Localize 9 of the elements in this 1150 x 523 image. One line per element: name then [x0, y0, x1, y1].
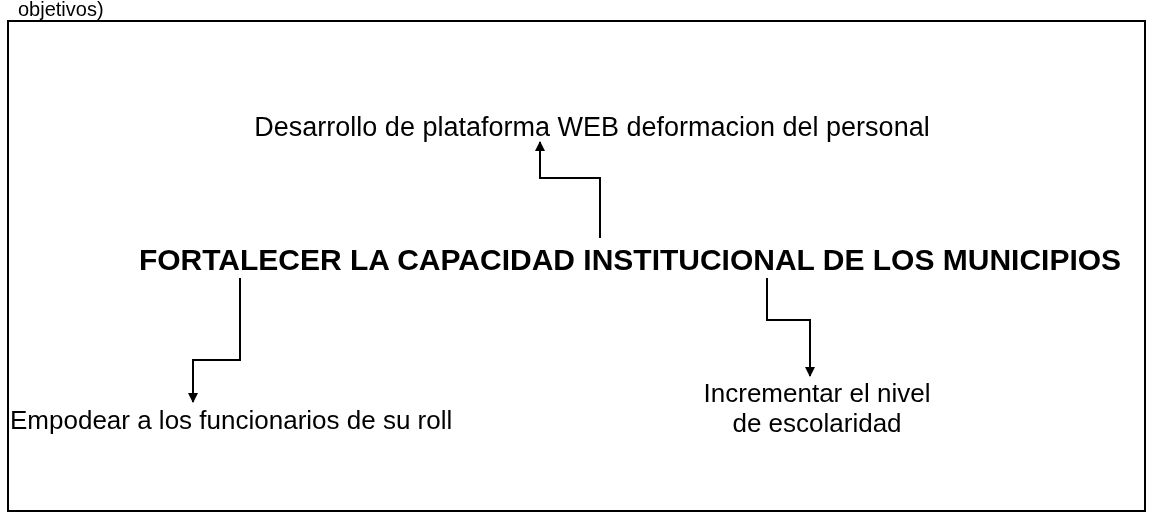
arrow [188, 277, 241, 403]
node-text-line: Desarrollo de plataforma WEB deformacion del personal [254, 112, 930, 142]
note-text: objetivos) [18, 0, 104, 20]
node-text-line: FORTALECER LA CAPACIDAD INSTITUCIONAL DE LOS MUNICIPIOS [138, 243, 1122, 276]
frame-box [7, 20, 1146, 512]
arrow [766, 277, 815, 377]
node-text-line: Empodear a los funcionarios de su roll [10, 405, 453, 435]
node-text-line: Incrementar el nivel de escolaridad [703, 378, 931, 438]
arrow [535, 141, 601, 239]
